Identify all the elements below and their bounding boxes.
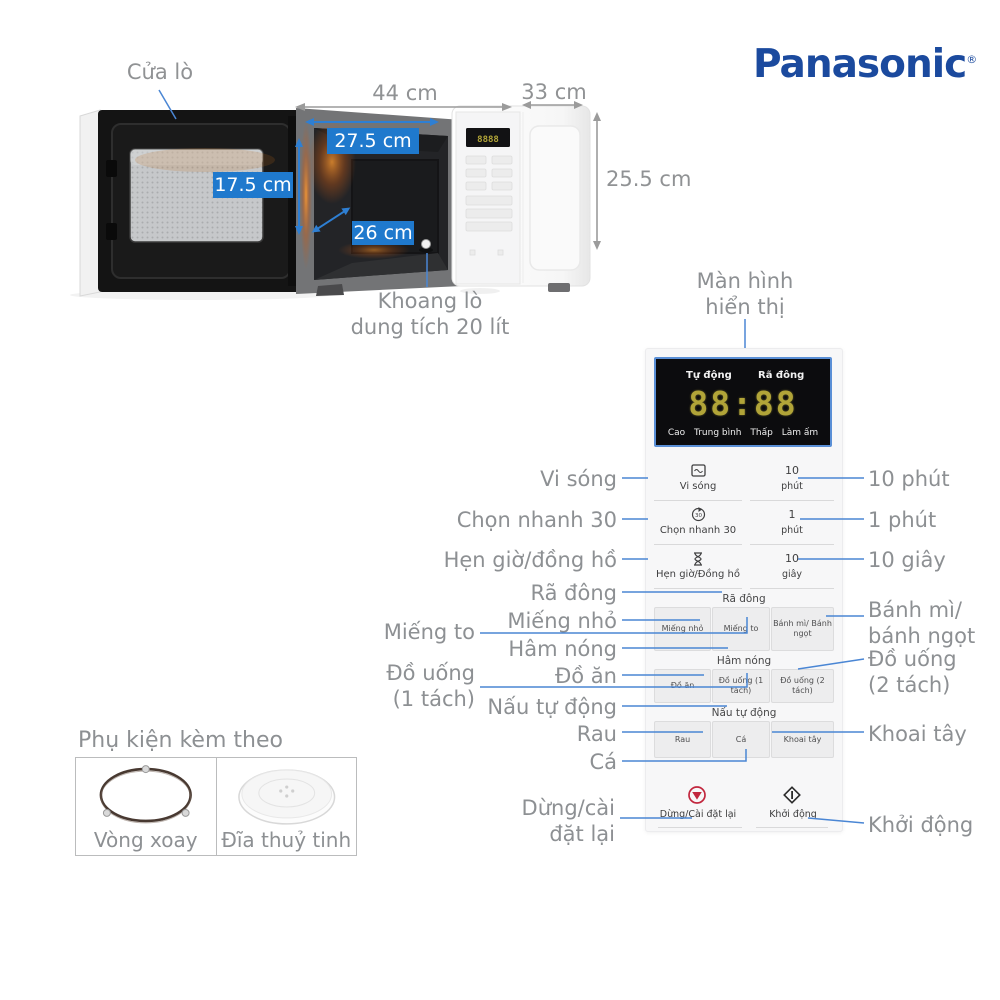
button-value: 1 xyxy=(788,508,796,521)
callout-khoai-tay: Khoai tây xyxy=(868,722,967,746)
section-header-auto-cook: Nấu tự động xyxy=(711,707,777,719)
oven-body: 8888 xyxy=(451,105,591,294)
button-value: 10 xyxy=(785,464,799,477)
callout-10-giay: 10 giây xyxy=(868,548,946,572)
turntable-coupler xyxy=(421,239,431,249)
button-do-uong-2-tach[interactable]: Đồ uống (2 tách) xyxy=(771,669,834,703)
section-header-reheat: Hâm nóng xyxy=(716,655,772,667)
outer-width-label: 44 cm xyxy=(372,81,438,105)
button-value: 10 xyxy=(785,552,799,565)
callout-hen-gio-dong-ho: Hẹn giờ/đồng hồ xyxy=(443,548,617,572)
display-power-levels: Cao Trung bình Thấp Làm ấm xyxy=(656,428,830,438)
control-panel-display: Tự động Rã đông 88:88 Cao Trung bình Thấ… xyxy=(654,357,832,447)
level-cao: Cao xyxy=(667,428,686,438)
level-trung-binh: Trung bình xyxy=(694,428,742,438)
inner-height-badge: 17.5 cm xyxy=(213,172,293,198)
start-button[interactable]: Khởi động xyxy=(769,809,817,820)
button-unit: giây xyxy=(781,569,803,580)
mini-display xyxy=(466,128,510,147)
add-10-min-button[interactable]: 10 phút xyxy=(750,459,834,501)
divider xyxy=(756,827,828,828)
callout-mieng-to: Miếng to xyxy=(383,620,475,644)
callout-ra-dong: Rã đông xyxy=(530,581,618,605)
outer-height-label: 25.5 cm xyxy=(606,167,692,191)
callout-dung-cai-dat-lai: Dừng/cài đặt lại xyxy=(521,796,615,846)
callout-banh-mi-banh-ngot: Bánh mì/ bánh ngọt xyxy=(868,598,976,648)
stop-reset-button[interactable]: Dừng/Cài đặt lại xyxy=(659,809,737,820)
callout-ham-nong: Hâm nóng xyxy=(508,637,617,661)
quick-30-button[interactable]: 30 Chọn nhanh 30 xyxy=(654,503,742,545)
callout-do-uong-1-tach: Đồ uống (1 tách) xyxy=(386,661,475,711)
accessories-title: Phụ kiện kèm theo xyxy=(78,728,283,753)
callout-10-phut: 10 phút xyxy=(868,467,950,491)
function-row-quick30: 30 Chọn nhanh 30 1 phút xyxy=(654,503,834,545)
display-mode-defrost: Rã đông xyxy=(758,370,805,381)
brand-name: Panasonic xyxy=(753,42,967,87)
inner-depth-badge: 26 cm xyxy=(352,221,414,245)
button-label: Chọn nhanh 30 xyxy=(659,525,737,536)
display-callout-label: Màn hình hiển thị xyxy=(696,269,794,319)
inner-width-badge: 27.5 cm xyxy=(327,128,419,154)
dimension-arrows-gray xyxy=(295,101,601,250)
microwave-icon xyxy=(654,462,742,479)
stop-icon xyxy=(687,785,707,805)
hourglass-icon xyxy=(654,550,742,567)
callout-mieng-nho: Miếng nhỏ xyxy=(507,609,617,633)
glass-tray-label: Đĩa thuỷ tinh xyxy=(221,828,352,852)
button-label: Hẹn giờ/Đồng hồ xyxy=(656,569,740,580)
section-header-defrost: Rã đông xyxy=(722,593,766,605)
svg-text:30: 30 xyxy=(695,513,702,519)
level-lam-am: Làm ấm xyxy=(781,428,819,438)
panasonic-logo: Panasonic® xyxy=(753,42,983,87)
divider xyxy=(658,827,742,828)
display-digits: 88:88 xyxy=(688,384,798,423)
glass-tray-image xyxy=(217,761,357,831)
button-unit: phút xyxy=(781,481,803,492)
door-label: Cửa lò xyxy=(126,60,194,84)
microwave-power-button[interactable]: Vi sóng xyxy=(654,459,742,501)
control-panel: Tự động Rã đông 88:88 Cao Trung bình Thấ… xyxy=(645,348,843,832)
oven-door xyxy=(70,109,330,300)
roller-ring-label: Vòng xoay xyxy=(93,828,198,852)
button-rau[interactable]: Rau xyxy=(654,721,711,758)
button-do-uong-1-tach[interactable]: Đồ uống (1 tách) xyxy=(712,669,770,703)
start-icon xyxy=(782,785,802,805)
cavity-label: Khoang lò dung tích 20 lít xyxy=(350,289,510,339)
callout-do-uong-2-tach: Đồ uống (2 tách) xyxy=(868,647,957,697)
callout-do-an: Đồ ăn xyxy=(555,664,617,688)
callout-rau: Rau xyxy=(576,722,617,746)
button-unit: phút xyxy=(781,525,803,536)
mini-display-digits: 8888 xyxy=(477,135,499,145)
add-10-sec-button[interactable]: 10 giây xyxy=(750,547,834,589)
callout-khoi-dong: Khởi động xyxy=(868,813,974,837)
add-1-min-button[interactable]: 1 phút xyxy=(750,503,834,545)
outer-depth-label: 33 cm xyxy=(521,80,587,104)
level-thap: Thấp xyxy=(750,428,773,438)
button-do-an[interactable]: Đồ ăn xyxy=(654,669,711,703)
callout-vi-song: Vi sóng xyxy=(540,467,617,491)
mini-buttons xyxy=(465,155,513,256)
button-mieng-nho[interactable]: Miếng nhỏ xyxy=(654,607,711,651)
accessory-glass-tray: Đĩa thuỷ tinh xyxy=(217,758,357,855)
function-row-timer: Hẹn giờ/Đồng hồ 10 giây xyxy=(654,547,834,589)
callout-nau-tu-dong: Nấu tự động xyxy=(487,695,617,719)
quick-30-icon: 30 xyxy=(654,506,742,523)
timer-clock-button[interactable]: Hẹn giờ/Đồng hồ xyxy=(654,547,742,589)
button-mieng-to[interactable]: Miếng to xyxy=(712,607,770,651)
callout-chon-nhanh-30: Chọn nhanh 30 xyxy=(456,508,617,532)
display-mode-auto: Tự động xyxy=(686,370,732,381)
callout-1-phut: 1 phút xyxy=(868,508,937,532)
button-banh-mi-banh-ngot[interactable]: Bánh mì/ Bánh ngọt xyxy=(771,607,834,651)
function-row-microwave: Vi sóng 10 phút xyxy=(654,459,834,501)
button-khoai-tay[interactable]: Khoai tây xyxy=(771,721,834,758)
accessories-box: Vòng xoay Đĩa thuỷ tinh xyxy=(75,757,357,856)
registered-mark: ® xyxy=(966,53,977,66)
button-label: Vi sóng xyxy=(679,481,717,492)
roller-ring-image xyxy=(76,761,216,831)
button-ca[interactable]: Cá xyxy=(712,721,770,758)
accessory-roller-ring: Vòng xoay xyxy=(76,758,217,855)
callout-ca: Cá xyxy=(589,750,617,774)
